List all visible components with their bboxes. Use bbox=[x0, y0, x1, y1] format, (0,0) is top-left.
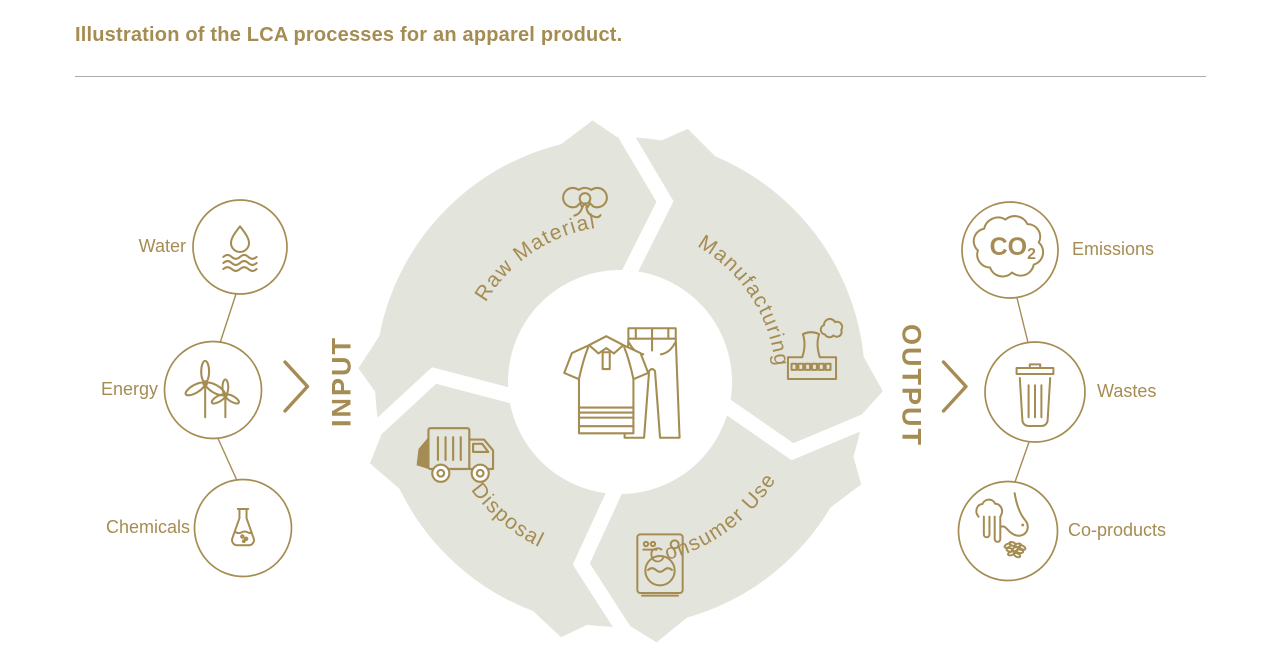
input-label: INPUT bbox=[326, 336, 357, 427]
connector-water-energy bbox=[219, 293, 237, 344]
factory-icon bbox=[786, 317, 844, 381]
output-chevron-icon bbox=[941, 360, 968, 413]
arrow-gap-bottom bbox=[572, 466, 641, 650]
energy-label: Energy bbox=[100, 379, 158, 399]
energy-circle bbox=[163, 340, 263, 440]
arrow-gap-top bbox=[608, 114, 674, 298]
arrow-gap-right bbox=[703, 386, 885, 461]
chemicals-circle bbox=[193, 478, 293, 578]
wind-turbines-icon bbox=[184, 359, 240, 419]
svg-text:CO2: CO2 bbox=[990, 233, 1037, 263]
title-divider bbox=[75, 76, 1206, 77]
connector-wastes-coproducts bbox=[1014, 441, 1030, 483]
water-drop-waves-icon bbox=[222, 225, 258, 272]
washing-machine-icon bbox=[636, 533, 684, 597]
grazing-animal-seeds-icon bbox=[975, 492, 1029, 559]
arrow-gap-left bbox=[357, 367, 537, 447]
polo-shirt-and-pants-icon bbox=[563, 327, 681, 439]
input-chevron-icon bbox=[283, 360, 310, 413]
cotton-boll-icon bbox=[562, 186, 608, 219]
chemical-flask-icon bbox=[231, 508, 255, 547]
cycle-ring bbox=[357, 114, 885, 650]
emissions-label: Emissions bbox=[1072, 239, 1155, 259]
polo-shirt bbox=[563, 335, 650, 435]
trash-bin-icon bbox=[1015, 363, 1055, 428]
output-label: OUTPUT bbox=[896, 324, 927, 447]
connector-emissions-wastes bbox=[1016, 297, 1029, 343]
chemicals-label: Chemicals bbox=[105, 517, 190, 537]
coproducts-label: Co-products bbox=[1068, 520, 1167, 540]
water-circle bbox=[192, 199, 288, 295]
connector-energy-chemicals bbox=[217, 438, 238, 481]
co2-cloud-icon: CO2 bbox=[972, 215, 1045, 278]
figure-title: Illustration of the LCA processes for an… bbox=[75, 24, 623, 46]
water-label: Water bbox=[138, 236, 186, 256]
wastes-label: Wastes bbox=[1097, 381, 1157, 401]
seeds bbox=[1003, 540, 1027, 559]
garbage-truck-icon bbox=[416, 427, 495, 483]
